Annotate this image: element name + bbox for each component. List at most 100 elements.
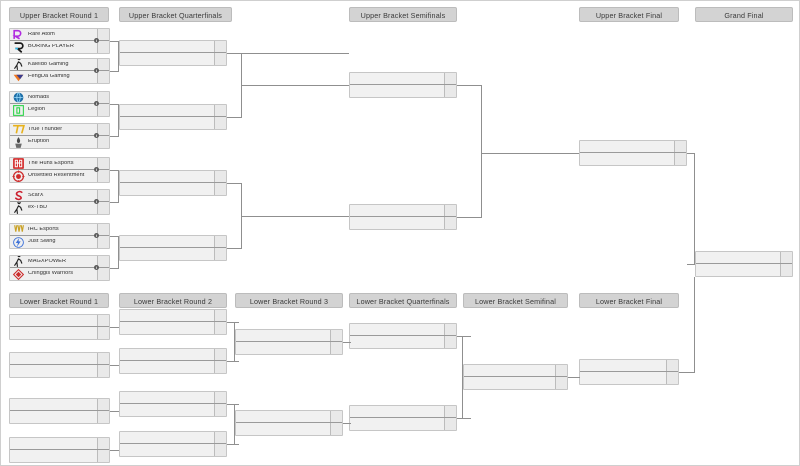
match-team-row[interactable]: The Huns Esports bbox=[10, 158, 109, 170]
match-team-row[interactable] bbox=[120, 310, 226, 322]
match-upper_bracket-quarterfinals-2[interactable] bbox=[119, 170, 227, 196]
match-team-row[interactable]: Rare Atom bbox=[10, 29, 109, 41]
match-team-row[interactable] bbox=[120, 404, 226, 416]
match-team-row[interactable] bbox=[120, 322, 226, 334]
match-info-icon[interactable]: i bbox=[94, 133, 99, 138]
match-team-row[interactable] bbox=[236, 342, 342, 354]
match-lower_bracket-round2-2[interactable] bbox=[119, 391, 227, 417]
match-lower_bracket-round1-0[interactable] bbox=[9, 314, 110, 340]
match-team-row[interactable] bbox=[10, 327, 109, 339]
match-lower_bracket-quarterfinals-1[interactable] bbox=[349, 405, 457, 431]
round-header-lower_bracket-5[interactable]: Lower Bracket Final bbox=[579, 293, 679, 308]
match-team-row[interactable]: Nomads bbox=[10, 92, 109, 104]
round-header-upper_bracket-4[interactable]: Grand Final bbox=[695, 7, 793, 22]
match-team-row[interactable]: Chinggis Warriors bbox=[10, 268, 109, 280]
match-lower_bracket-round1-2[interactable] bbox=[9, 398, 110, 424]
round-header-lower_bracket-0[interactable]: Lower Bracket Round 1 bbox=[9, 293, 109, 308]
match-team-row[interactable] bbox=[120, 105, 226, 117]
round-header-upper_bracket-0[interactable]: Upper Bracket Round 1 bbox=[9, 7, 109, 22]
match-team-row[interactable] bbox=[236, 423, 342, 435]
match-upper_bracket-semifinals-1[interactable] bbox=[349, 204, 457, 230]
match-lower_bracket-round2-0[interactable] bbox=[119, 309, 227, 335]
match-team-row[interactable]: Legion bbox=[10, 104, 109, 116]
match-team-row[interactable] bbox=[120, 171, 226, 183]
match-team-row[interactable] bbox=[350, 85, 456, 97]
match-team-row[interactable] bbox=[350, 217, 456, 229]
match-team-row[interactable] bbox=[120, 41, 226, 53]
match-upper_bracket-grand_final-0[interactable] bbox=[695, 251, 793, 277]
match-team-row[interactable] bbox=[120, 117, 226, 129]
match-info-icon[interactable]: i bbox=[94, 167, 99, 172]
match-team-row[interactable] bbox=[120, 53, 226, 65]
match-info-icon[interactable]: i bbox=[94, 38, 99, 43]
match-team-row[interactable] bbox=[10, 411, 109, 423]
match-team-row[interactable] bbox=[580, 360, 678, 372]
match-team-row[interactable] bbox=[236, 330, 342, 342]
match-lower_bracket-round1-1[interactable] bbox=[9, 352, 110, 378]
match-lower_bracket-round3-0[interactable] bbox=[235, 329, 343, 355]
match-lower_bracket-round2-3[interactable] bbox=[119, 431, 227, 457]
match-team-row[interactable] bbox=[120, 349, 226, 361]
round-header-upper_bracket-3[interactable]: Upper Bracket Final bbox=[579, 7, 679, 22]
match-team-row[interactable] bbox=[10, 353, 109, 365]
round-header-lower_bracket-4[interactable]: Lower Bracket Semifinal bbox=[463, 293, 568, 308]
match-team-row[interactable]: True Thunder bbox=[10, 124, 109, 136]
match-team-row[interactable]: Kaleido Gaming bbox=[10, 59, 109, 71]
match-team-row[interactable]: Unsettled Resentment bbox=[10, 170, 109, 182]
match-team-row[interactable] bbox=[10, 399, 109, 411]
match-team-row[interactable]: FengDa Gaming bbox=[10, 71, 109, 83]
round-header-lower_bracket-3[interactable]: Lower Bracket Quarterfinals bbox=[349, 293, 457, 308]
match-team-row[interactable] bbox=[10, 365, 109, 377]
round-header-upper_bracket-1[interactable]: Upper Bracket Quarterfinals bbox=[119, 7, 232, 22]
match-team-row[interactable] bbox=[120, 183, 226, 195]
match-team-row[interactable] bbox=[10, 315, 109, 327]
match-upper_bracket-quarterfinals-0[interactable] bbox=[119, 40, 227, 66]
match-team-row[interactable] bbox=[580, 153, 686, 165]
match-team-row[interactable] bbox=[120, 236, 226, 248]
match-upper_bracket-quarterfinals-3[interactable] bbox=[119, 235, 227, 261]
match-upper_bracket-quarterfinals-1[interactable] bbox=[119, 104, 227, 130]
match-team-row[interactable] bbox=[580, 372, 678, 384]
match-team-row[interactable]: ex-TBD bbox=[10, 202, 109, 214]
match-lower_bracket-semifinal-0[interactable] bbox=[463, 364, 568, 390]
match-team-row[interactable]: Eruption bbox=[10, 136, 109, 148]
match-team-row[interactable] bbox=[120, 392, 226, 404]
match-team-row[interactable] bbox=[350, 406, 456, 418]
match-team-row[interactable] bbox=[464, 377, 567, 389]
match-team-row[interactable] bbox=[350, 73, 456, 85]
match-lower_bracket-round3-1[interactable] bbox=[235, 410, 343, 436]
match-team-row[interactable] bbox=[464, 365, 567, 377]
match-lower_bracket-final-0[interactable] bbox=[579, 359, 679, 385]
match-lower_bracket-quarterfinals-0[interactable] bbox=[349, 323, 457, 349]
match-info-icon[interactable]: i bbox=[94, 68, 99, 73]
match-upper_bracket-final-0[interactable] bbox=[579, 140, 687, 166]
match-lower_bracket-round1-3[interactable] bbox=[9, 437, 110, 463]
match-team-row[interactable]: MAGXPOWER bbox=[10, 256, 109, 268]
match-team-row[interactable] bbox=[120, 444, 226, 456]
round-header-upper_bracket-2[interactable]: Upper Bracket Semifinals bbox=[349, 7, 457, 22]
match-team-row[interactable] bbox=[120, 248, 226, 260]
match-lower_bracket-round2-1[interactable] bbox=[119, 348, 227, 374]
round-header-lower_bracket-1[interactable]: Lower Bracket Round 2 bbox=[119, 293, 227, 308]
match-team-row[interactable] bbox=[350, 336, 456, 348]
match-info-icon[interactable]: i bbox=[94, 233, 99, 238]
match-info-icon[interactable]: i bbox=[94, 265, 99, 270]
match-team-row[interactable]: ScarX bbox=[10, 190, 109, 202]
match-team-row[interactable] bbox=[350, 205, 456, 217]
match-team-row[interactable]: Just Swing bbox=[10, 236, 109, 248]
match-team-row[interactable]: IHC Esports bbox=[10, 224, 109, 236]
match-team-row[interactable] bbox=[696, 264, 792, 276]
match-team-row[interactable] bbox=[10, 450, 109, 462]
round-header-lower_bracket-2[interactable]: Lower Bracket Round 3 bbox=[235, 293, 343, 308]
match-team-row[interactable] bbox=[120, 432, 226, 444]
match-team-row[interactable] bbox=[350, 418, 456, 430]
match-upper_bracket-semifinals-0[interactable] bbox=[349, 72, 457, 98]
match-info-icon[interactable]: i bbox=[94, 199, 99, 204]
